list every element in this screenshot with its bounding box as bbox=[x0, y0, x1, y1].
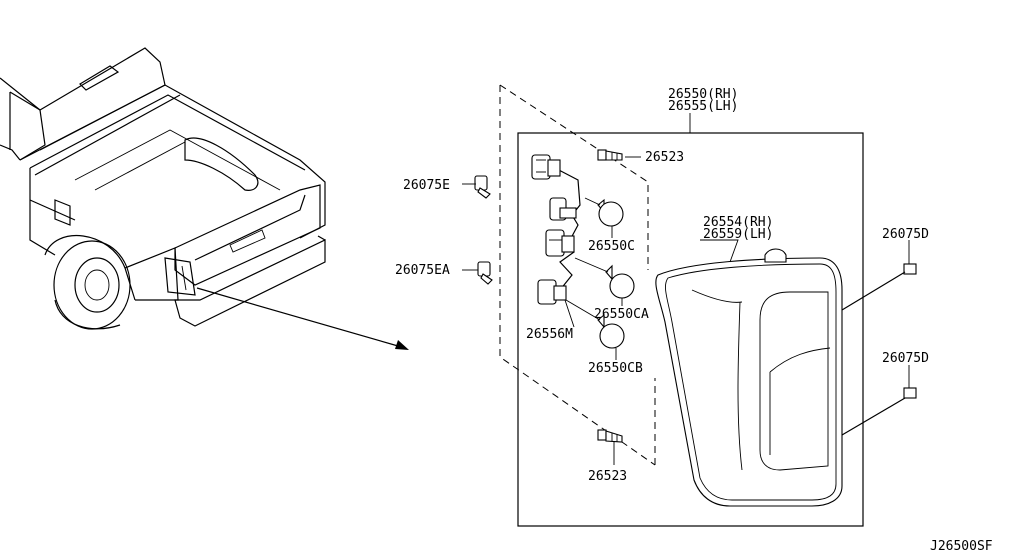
diagram-code: J26500SF bbox=[930, 539, 993, 554]
harness-and-bulbs bbox=[531, 154, 635, 349]
bolt-upper-icon bbox=[841, 263, 917, 311]
label-bulb-ca: 26550CA bbox=[594, 307, 649, 322]
bulb-c-icon bbox=[584, 197, 624, 227]
clip-e-icon bbox=[474, 175, 491, 199]
socket-4-icon bbox=[537, 279, 567, 305]
socket-2-icon bbox=[549, 197, 577, 221]
lamp-housing bbox=[655, 248, 843, 507]
label-bolt-upper: 26075D bbox=[882, 227, 929, 242]
pointer-arrow bbox=[196, 287, 409, 350]
label-screw-top: 26523 bbox=[645, 150, 684, 165]
socket-1-icon bbox=[531, 154, 561, 180]
clip-ea-icon bbox=[477, 261, 493, 285]
dashed-guides bbox=[499, 84, 656, 466]
screw-bottom-icon bbox=[597, 429, 623, 443]
bulb-ca-icon bbox=[574, 257, 635, 299]
label-clip-ea: 26075EA bbox=[395, 263, 450, 278]
screw-top-icon bbox=[597, 149, 623, 161]
label-bulb-c: 26550C bbox=[588, 239, 635, 254]
label-screw-bottom: 26523 bbox=[588, 469, 627, 484]
label-bulb-cb: 26550CB bbox=[588, 361, 643, 376]
label-lens-lh: 26559(LH) bbox=[703, 227, 773, 242]
label-assembly-lh: 26555(LH) bbox=[668, 99, 738, 114]
assembly-frame bbox=[517, 132, 864, 527]
vehicle-illustration bbox=[0, 47, 326, 330]
label-bolt-lower: 26075D bbox=[882, 351, 929, 366]
bolt-lower-icon bbox=[841, 387, 917, 436]
label-lens-rh: 26554(RH) bbox=[703, 215, 773, 230]
label-clip-e: 26075E bbox=[403, 178, 450, 193]
leader-lines bbox=[462, 113, 910, 465]
socket-3-icon bbox=[545, 229, 575, 257]
label-harness: 26556M bbox=[526, 327, 573, 342]
label-assembly-rh: 26550(RH) bbox=[668, 87, 738, 102]
bulb-cb-icon bbox=[565, 299, 625, 349]
